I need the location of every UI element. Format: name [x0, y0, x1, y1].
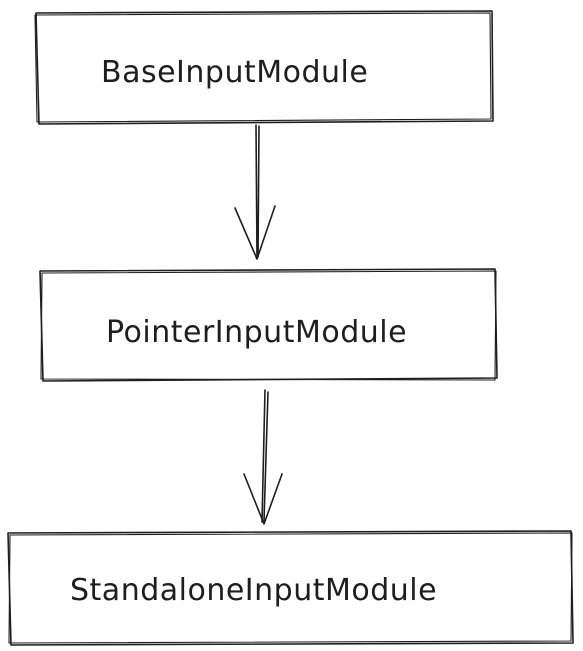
node-base-box-overstroke	[34, 12, 492, 123]
node-base-label: BaseInputModule	[101, 55, 368, 90]
node-pointer-box	[39, 268, 498, 382]
edge-base-to-pointer	[234, 124, 276, 260]
edge-base-to-pointer-line	[255, 124, 258, 259]
node-standalone-label: StandaloneInputModule	[70, 573, 437, 608]
node-base-box	[35, 10, 494, 125]
edge-pointer-to-standalone-line-b	[263, 391, 269, 522]
edge-pointer-to-standalone-arrowhead	[243, 473, 283, 525]
node-standalone-box	[7, 530, 574, 646]
node-base-input-module[interactable]: BaseInputModule	[34, 10, 494, 125]
node-pointer-label: PointerInputModule	[106, 315, 407, 350]
edge-pointer-to-standalone-line	[261, 389, 266, 523]
node-pointer-input-module[interactable]: PointerInputModule	[39, 268, 498, 382]
node-pointer-box-overstroke	[40, 270, 497, 381]
node-standalone-box-overstroke	[8, 532, 573, 644]
node-standalone-input-module[interactable]: StandaloneInputModule	[7, 530, 574, 646]
edge-base-to-pointer-line-b	[257, 125, 260, 258]
edge-base-to-pointer-arrowhead	[234, 205, 276, 260]
edge-pointer-to-standalone	[243, 389, 283, 525]
